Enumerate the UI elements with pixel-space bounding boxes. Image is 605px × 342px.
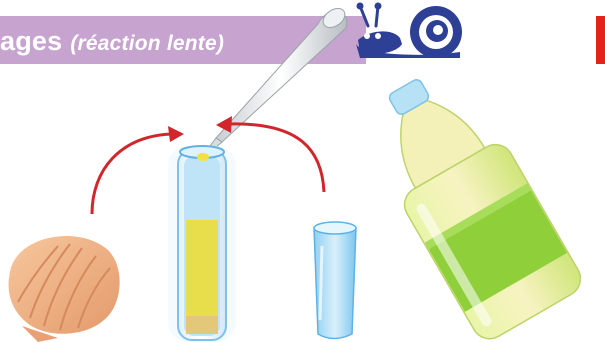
test-tube-icon [168, 146, 236, 342]
pipette-icon [202, 5, 348, 163]
snail-icon [356, 3, 462, 59]
vinegar-bottle-icon [351, 57, 587, 342]
seashell-icon [9, 236, 120, 342]
glass-of-water-icon [314, 222, 356, 339]
